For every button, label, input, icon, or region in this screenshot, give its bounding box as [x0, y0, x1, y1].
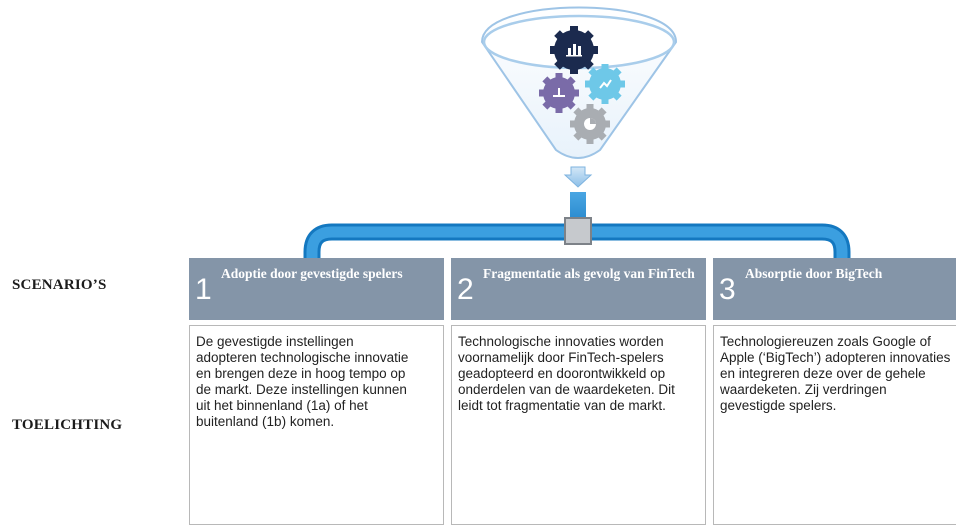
scenario-number: 2	[457, 273, 474, 306]
scenario-header-3: 3 Absorptie door BigTech	[713, 258, 956, 320]
scenario-description-3: Technologiereuzen zoals Google of Apple …	[713, 325, 956, 525]
scenario-header-1: 1 Adoptie door gevestigde spelers	[189, 258, 444, 320]
funnel-icon	[480, 6, 678, 159]
scenario-title: Absorptie door BigTech	[745, 266, 883, 281]
hub-gear-icon	[539, 73, 579, 113]
row-label-toelichting: TOELICHTING	[12, 417, 123, 433]
scenario-number: 1	[195, 273, 212, 306]
pie-gear-icon	[570, 104, 610, 144]
pipe-junction-icon	[564, 217, 592, 245]
chart-gear-icon	[585, 64, 625, 104]
funnel-pipe-diagram	[303, 6, 851, 262]
scenario-title: Fragmentatie als gevolg van FinTech	[483, 266, 695, 281]
row-label-scenarios: SCENARIO’S	[12, 277, 107, 293]
scenario-number: 3	[719, 273, 736, 306]
bar-chart-gear-icon	[550, 26, 598, 74]
scenario-description-1: De gevestigde instellingen adopteren tec…	[189, 325, 444, 525]
scenario-description-2: Technologische innovaties worden voornam…	[451, 325, 706, 525]
scenario-title: Adoptie door gevestigde spelers	[221, 266, 403, 281]
down-arrow-icon	[563, 166, 593, 188]
scenario-header-2: 2 Fragmentatie als gevolg van FinTech	[451, 258, 706, 320]
